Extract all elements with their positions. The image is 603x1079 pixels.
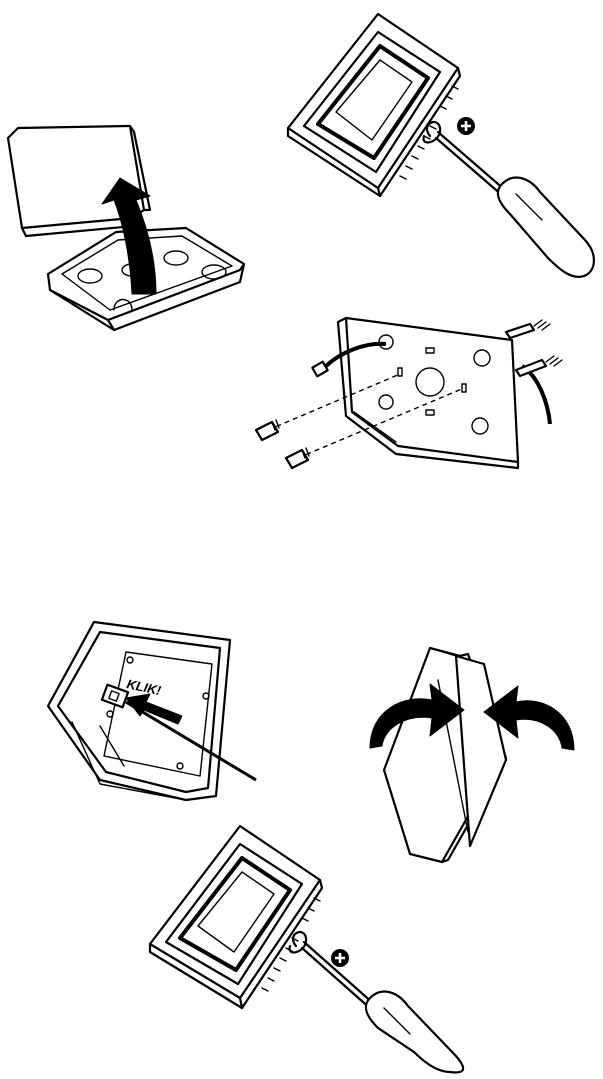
screwdriver-icon [290, 932, 464, 1072]
wall-plate-icon [338, 318, 518, 468]
screwdriver-icon [424, 122, 594, 277]
step-fasten-thermostat [144, 820, 474, 1075]
thermostat-icon [150, 826, 322, 1008]
step-mount-wall-plate [250, 312, 570, 482]
step-open-lid [4, 124, 254, 334]
phillips-screw-icon [457, 117, 475, 135]
connector-icon [312, 362, 327, 377]
phillips-screw-icon [331, 949, 349, 967]
thermostat-icon [288, 14, 460, 196]
step-connect-cable: KLIK! [40, 616, 260, 806]
step-unscrew-thermostat [280, 8, 603, 278]
